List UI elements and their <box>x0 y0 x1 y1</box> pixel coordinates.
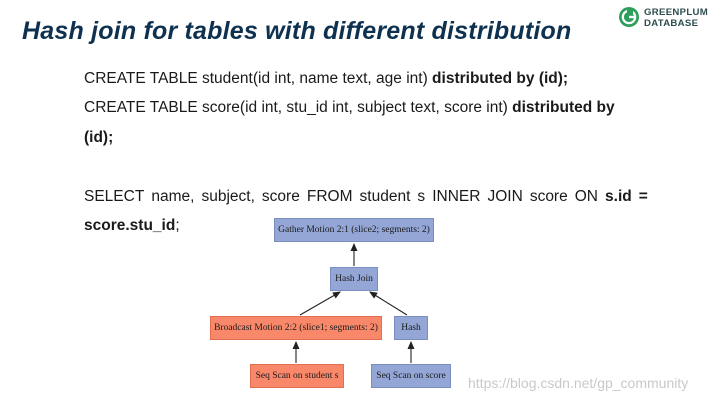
sql-word: JOIN <box>487 188 523 205</box>
watermark-url: https://blog.csdn.net/gp_community <box>468 375 689 391</box>
sql-line-3-bold: (id); <box>84 129 114 146</box>
sql-line-3: (id); <box>84 128 113 148</box>
sql-word: student <box>359 188 411 205</box>
sql-line-4: SELECT name, subject, score FROM student… <box>84 187 648 207</box>
sql-line-2: CREATE TABLE score(id int, stu_id int, s… <box>84 98 615 118</box>
sql-word: INNER <box>432 188 481 205</box>
sql-word: FROM <box>306 188 353 205</box>
sql-word-bold: s.id <box>605 188 632 205</box>
node-broadcast-motion: Broadcast Motion 2:2 (slice1; segments: … <box>210 316 382 340</box>
sql-line-1-bold: distributed by (id); <box>432 70 569 87</box>
node-seq-scan-score: Seq Scan on score <box>371 364 451 388</box>
greenplum-logo-icon <box>619 7 639 27</box>
edge-broadcast-to-hashjoin <box>299 291 341 316</box>
sql-word: score <box>261 188 300 205</box>
sql-line-2-plain: CREATE TABLE score(id int, stu_id int, s… <box>84 99 513 116</box>
node-seq-scan-student: Seq Scan on student s <box>250 364 344 388</box>
sql-word: ON <box>574 188 598 205</box>
sql-line-5: score.stu_id; <box>84 216 180 236</box>
logo-line-1: GREENPLUM <box>644 7 708 18</box>
sql-word: name, <box>151 188 195 205</box>
sql-word: SELECT <box>84 188 145 205</box>
node-hash-join: Hash Join <box>330 267 378 291</box>
edge-hash-to-hashjoin <box>369 291 408 316</box>
sql-line-1: CREATE TABLE student(id int, name text, … <box>84 69 568 89</box>
node-gather-motion: Gather Motion 2:1 (slice2; segments: 2) <box>274 218 434 242</box>
sql-word-bold: = <box>638 188 648 205</box>
node-hash: Hash <box>394 316 428 340</box>
logo-line-2: DATABASE <box>644 18 699 29</box>
sql-line-5-plain: ; <box>175 217 180 234</box>
sql-line-5-bold: score.stu_id <box>84 217 176 234</box>
sql-word: score <box>529 188 568 205</box>
sql-word: subject, <box>201 188 255 205</box>
greenplum-logo: GREENPLUM DATABASE <box>618 5 716 33</box>
sql-word: s <box>417 188 426 205</box>
sql-line-2-bold: distributed by <box>512 99 615 116</box>
sql-line-1-plain: CREATE TABLE student(id int, name text, … <box>84 70 433 87</box>
slide-title: Hash join for tables with different dist… <box>22 17 572 45</box>
